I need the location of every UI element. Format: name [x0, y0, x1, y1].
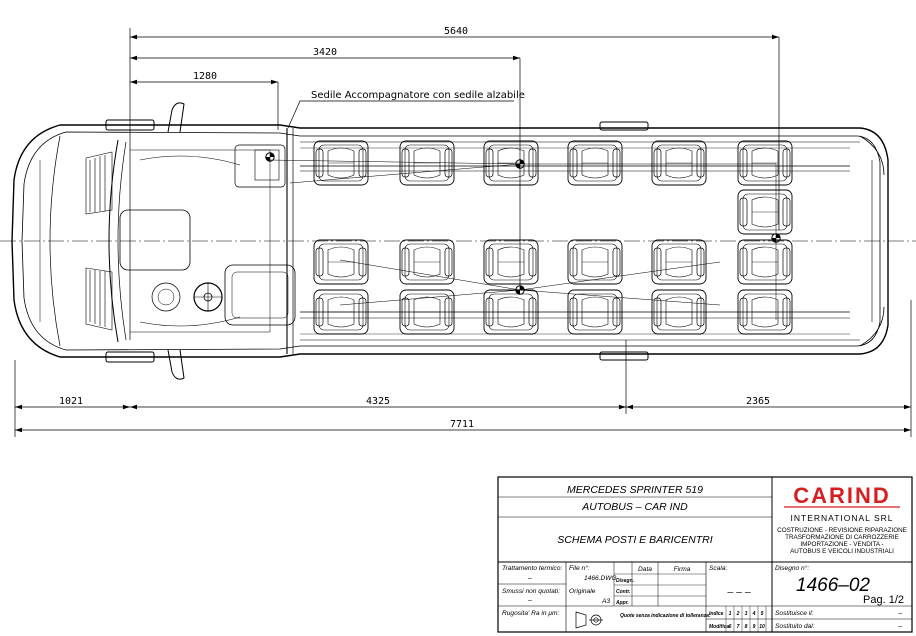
trattamento-value: – [527, 575, 532, 582]
seat-icon [737, 189, 793, 235]
disegn-label: Disegn. [616, 578, 634, 584]
bottom-dimensions [14, 300, 912, 437]
modifica-number: 6 [729, 624, 732, 630]
logo-sub: INTERNATIONAL SRL [791, 513, 894, 523]
modifica-label: Modifica [709, 624, 729, 630]
company-desc-1: COSTRUZIONE - REVISIONE RIPARAZIONE [777, 527, 907, 534]
cg-lines [269, 159, 777, 320]
dim-short-label: 1280 [193, 71, 217, 82]
passenger-seats [313, 140, 793, 335]
scala-value: – – – [726, 586, 751, 598]
disegno-label: Disegno n°: [775, 564, 809, 572]
seat-icon [567, 140, 623, 186]
indice-label: Indice [709, 611, 724, 617]
dim-front-overhang: 1021 [59, 396, 83, 407]
vehicle-name: MERCEDES SPRINTER 519 [567, 484, 703, 496]
seat-icon [737, 140, 793, 186]
modifica-number: 9 [753, 624, 756, 630]
center-of-gravity-icon [265, 152, 781, 295]
indice-number: 1 [729, 611, 732, 617]
seat-icon [567, 239, 623, 285]
dim-total-length: 7711 [450, 419, 474, 430]
sostituito-value: – [897, 623, 902, 630]
rugosita-label: Rugosita' Ra in μm: [502, 610, 559, 617]
steering-wheel-icon [193, 282, 223, 312]
title-block [497, 476, 913, 633]
seat-icon [313, 239, 369, 285]
appr-label: Appr. [615, 600, 629, 606]
projection-symbol-icon [575, 611, 603, 629]
indice-number: 5 [761, 611, 764, 617]
dim-rear-overhang: 2365 [746, 396, 770, 407]
vehicle-model: AUTOBUS – CAR IND [581, 501, 688, 513]
seat-icon [651, 239, 707, 285]
sostituito-label: Sostituito dal: [775, 623, 815, 630]
contr-label: Contr. [616, 589, 630, 595]
drawing-description: SCHEMA POSTI E BARICENTRI [557, 534, 712, 546]
sostituisce-label: Sostituisce il: [775, 610, 814, 617]
dim-wheelbase: 4325 [366, 396, 390, 407]
indice-number: 4 [752, 611, 756, 617]
modifica-number: 8 [745, 624, 748, 630]
firma-label: Firma [674, 566, 691, 573]
modifica-number: 10 [759, 624, 765, 630]
logo-main: CARIND [793, 483, 891, 508]
indice-number: 2 [736, 611, 740, 617]
originale-label: Originale [569, 588, 596, 595]
dim-mid-label: 3420 [313, 47, 337, 58]
company-desc-4: AUTOBUS E VEICOLI INDUSTRIALI [790, 548, 894, 555]
indice-number: 3 [745, 611, 748, 617]
file-value: 1466.DWG [584, 575, 617, 582]
top-dimensions [129, 28, 780, 340]
company-desc-3: IMPORTAZIONE - VENDITA - [800, 541, 883, 548]
smussi-label: Smussi non quotati: [502, 588, 560, 595]
company-logo: CARIND INTERNATIONAL SRL [784, 483, 900, 523]
page-number: Pag. 1/2 [863, 594, 904, 606]
seat-annotation: Sedile Accompagnatore con sedile alzabil… [311, 90, 525, 101]
smussi-value: – [527, 597, 532, 604]
trattamento-label: Trattamento termico: [502, 565, 563, 572]
sostituisce-value: – [897, 610, 902, 617]
file-label: File n°: [569, 564, 590, 572]
seat-icon [737, 239, 793, 285]
scala-label: Scala: [709, 565, 727, 572]
seat-icon [483, 239, 539, 285]
seat-icon [313, 140, 369, 186]
modifica-number: 7 [737, 624, 740, 630]
data-label: Data [638, 566, 652, 573]
originale-value: A3 [601, 598, 610, 605]
annotation-leader [287, 100, 514, 129]
dim-overall-label: 5640 [444, 26, 468, 37]
drawing-number: 1466–02 [796, 575, 870, 596]
company-desc-2: TRASFORMAZIONE DI CARROZZERIE [785, 534, 899, 541]
seat-icon [483, 140, 539, 186]
tolleranze-label: Quote senza indicazione di tolleranza: [620, 613, 711, 619]
seat-icon [651, 140, 707, 186]
wheels [105, 119, 649, 363]
